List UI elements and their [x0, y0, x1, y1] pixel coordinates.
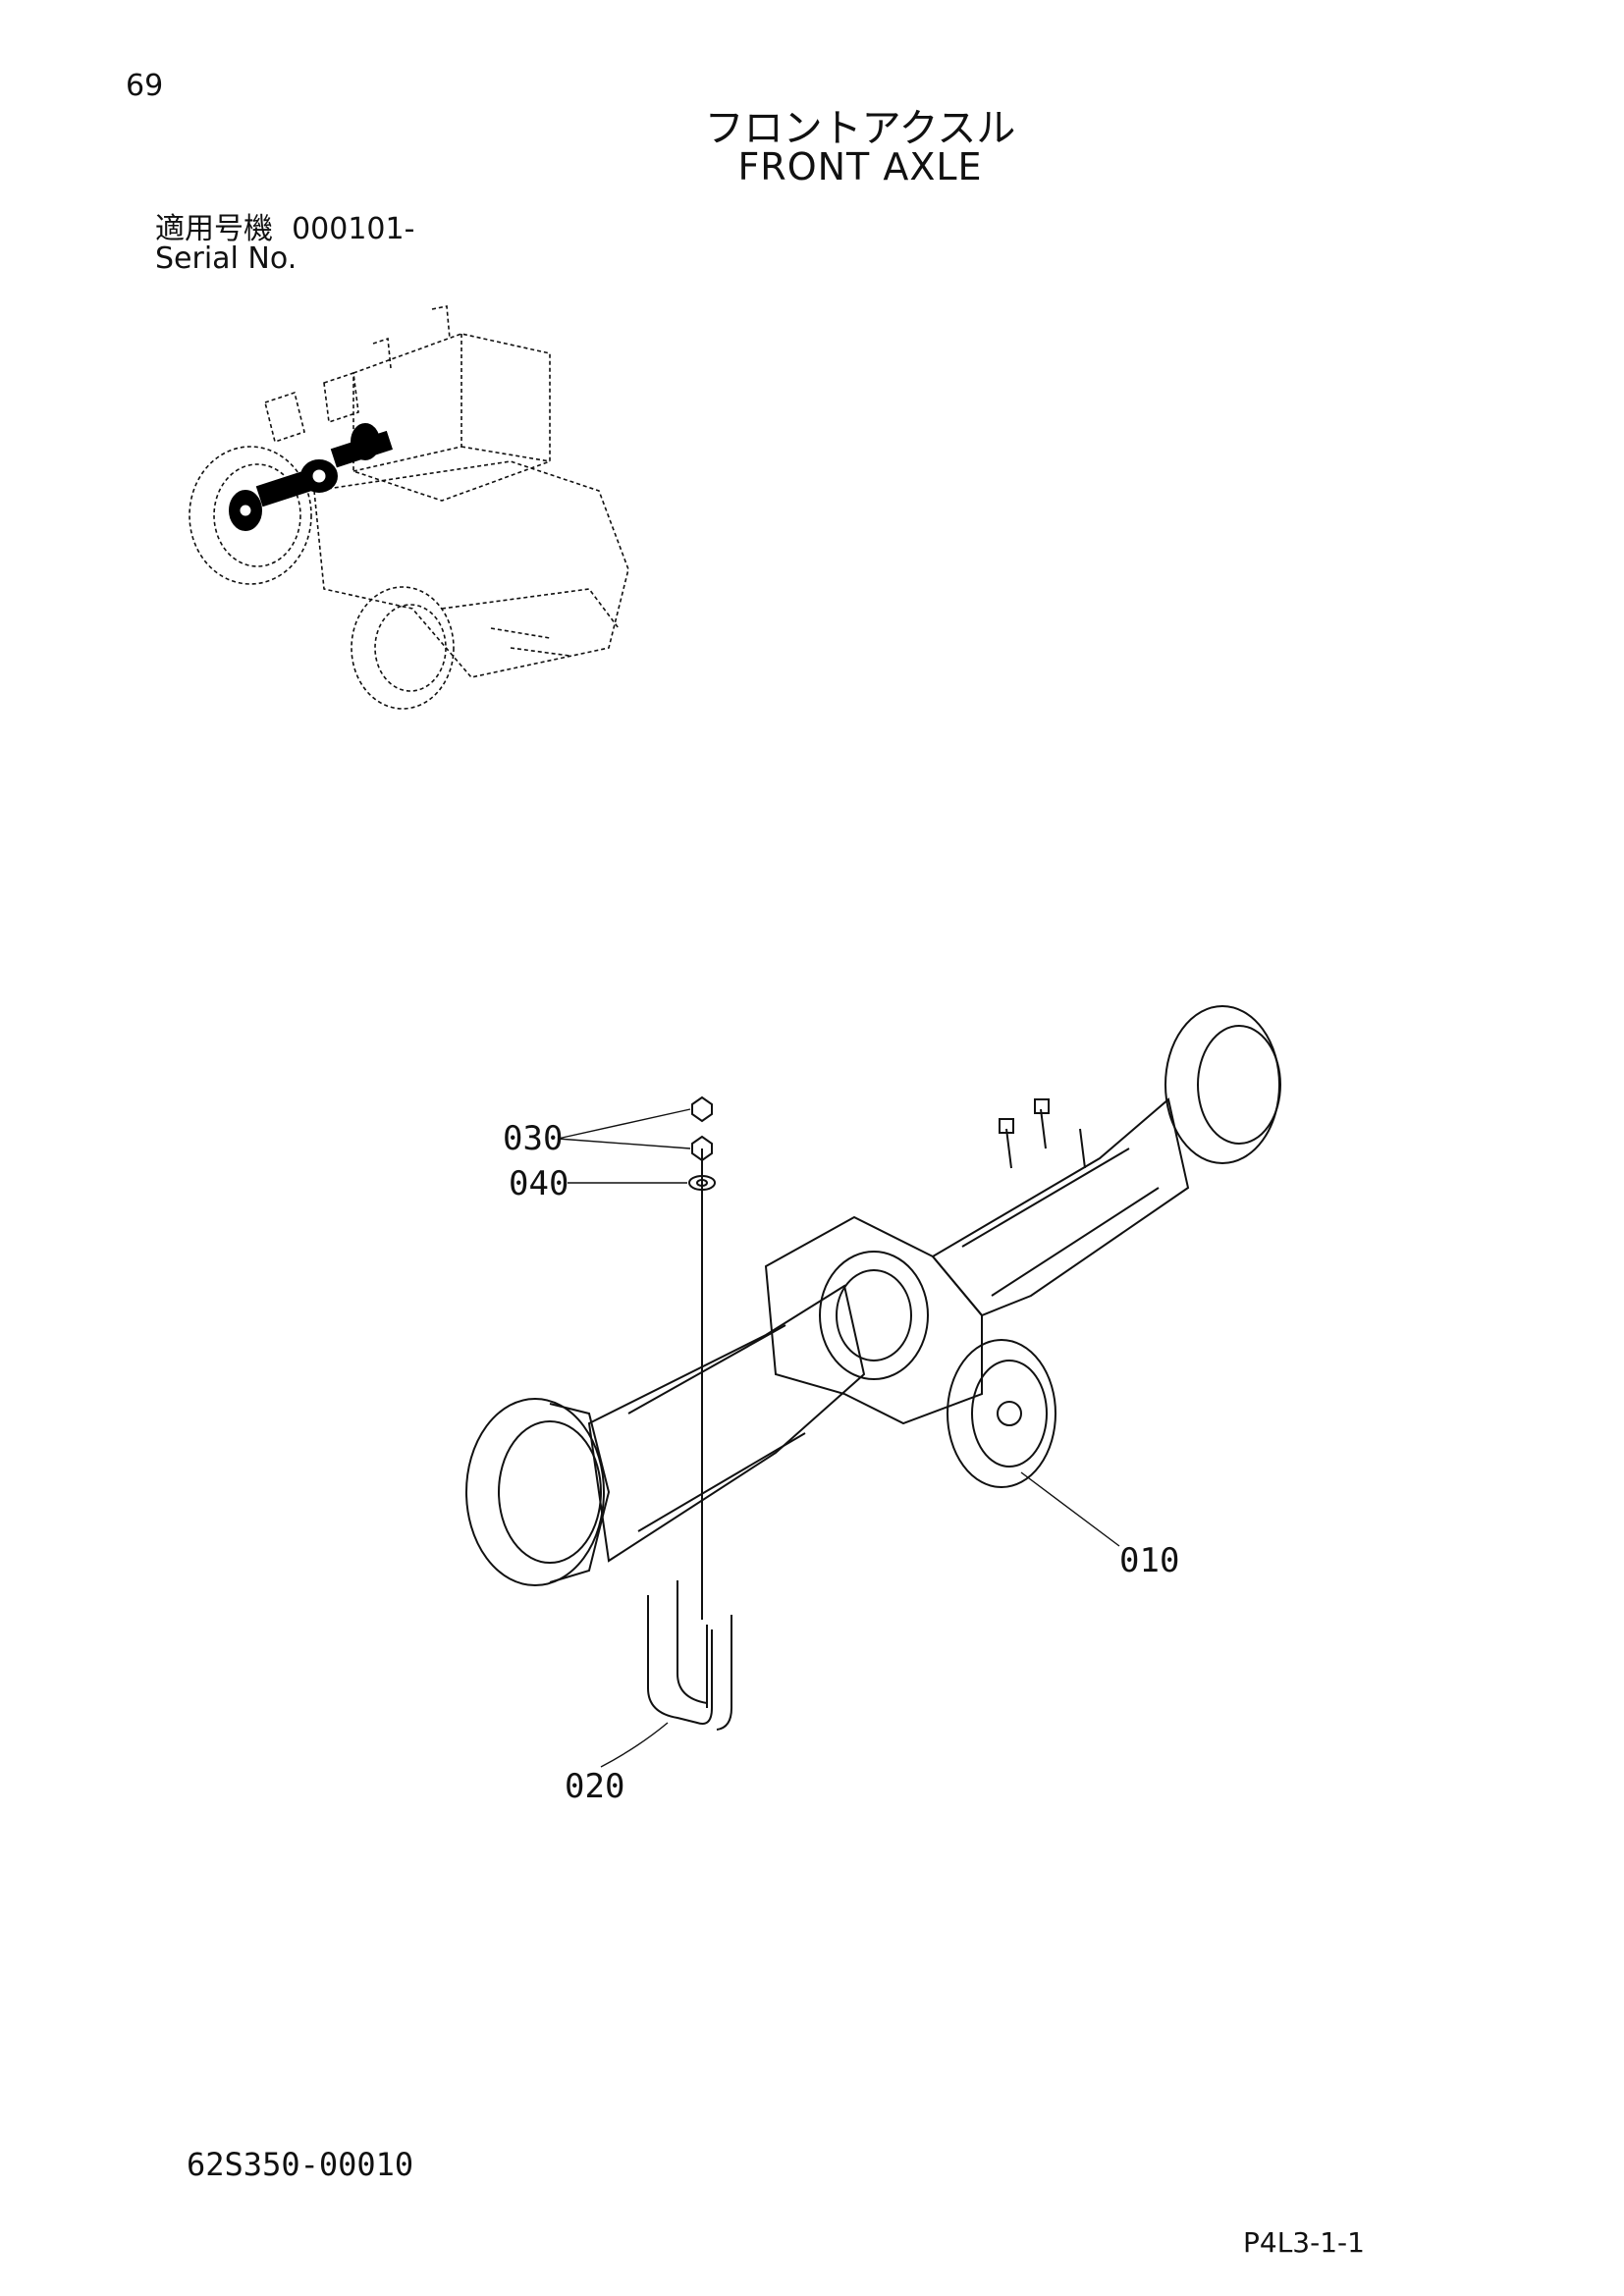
callout-010: 010: [1119, 1541, 1180, 1580]
leader-020: [600, 1722, 669, 1768]
part-030-nut-lower: [691, 1135, 713, 1162]
page-title-en: FRONT AXLE: [737, 145, 983, 188]
page-code: P4L3-1-1: [1243, 2226, 1365, 2259]
right-axle-housing: [931, 1097, 1190, 1317]
page-title-jp: フロントアクスル: [704, 106, 1016, 151]
page-number: 69: [126, 69, 164, 103]
leader-010: [1020, 1471, 1120, 1547]
part-040-washer: [688, 1175, 716, 1191]
left-hub: [465, 1398, 605, 1586]
left-axle-housing: [587, 1284, 866, 1563]
serial-label-jp: 適用号機 000101-: [155, 204, 414, 247]
catalog-code: 62S350-00010: [187, 2146, 414, 2183]
serial-value: 000101-: [292, 212, 415, 246]
callout-040: 040: [509, 1164, 569, 1203]
leader-030-b: [557, 1138, 691, 1149]
differential-housing: [764, 1215, 983, 1425]
leader-030-a: [557, 1108, 691, 1140]
callout-020: 020: [565, 1767, 625, 1806]
part-020-shape: [647, 1595, 713, 1725]
part-010-shape: [947, 1339, 1056, 1488]
callout-030: 030: [503, 1119, 564, 1158]
part-030-nut-upper: [691, 1095, 713, 1123]
serial-label-jp-text: 適用号機: [155, 212, 273, 246]
serial-label-en: Serial No.: [155, 241, 298, 276]
